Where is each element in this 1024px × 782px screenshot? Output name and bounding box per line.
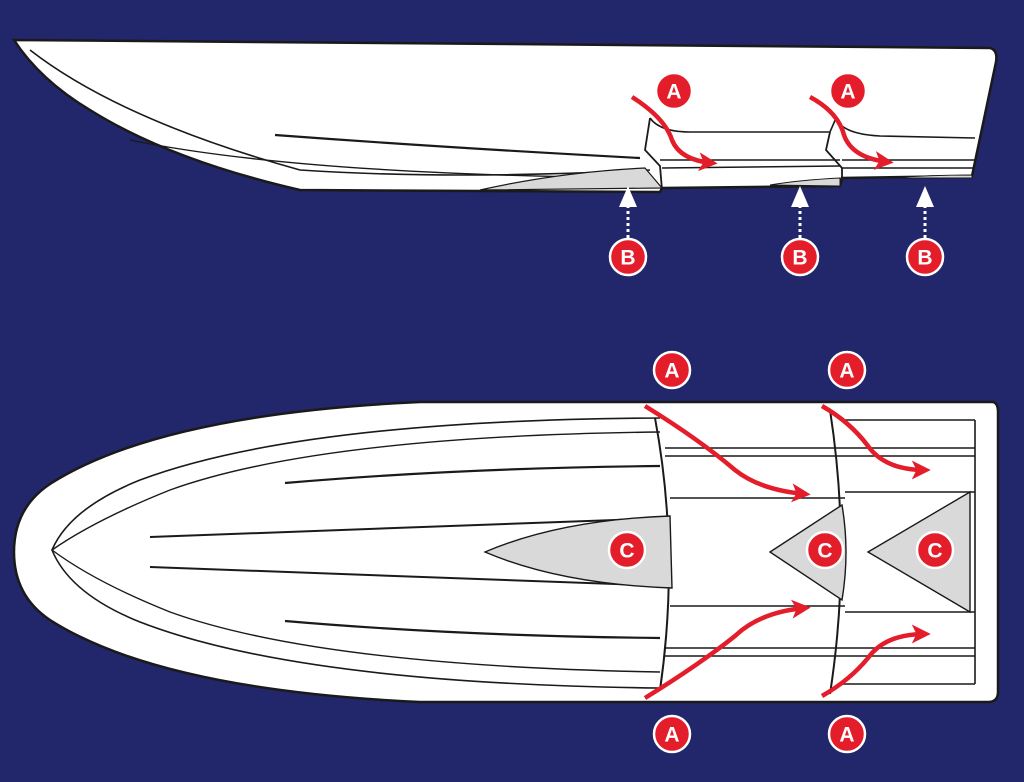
svg-text:B: B bbox=[620, 247, 635, 270]
badge-a-bottom-2: A bbox=[827, 350, 867, 390]
badge-a-bottom-4: A bbox=[827, 714, 867, 754]
step-1-outline bbox=[649, 115, 976, 139]
svg-text:C: C bbox=[619, 540, 634, 563]
svg-text:A: A bbox=[664, 724, 679, 747]
step-1-face bbox=[644, 117, 663, 191]
step-b2-shade bbox=[769, 177, 841, 187]
side-hull-body bbox=[11, 38, 998, 194]
svg-text:A: A bbox=[839, 724, 854, 747]
strake-lower bbox=[284, 619, 661, 640]
svg-text:A: A bbox=[839, 360, 854, 383]
svg-text:B: B bbox=[792, 247, 807, 270]
bottom-inner-chine bbox=[50, 431, 661, 673]
keel-line-upper bbox=[149, 517, 671, 538]
side-rail-2 bbox=[842, 159, 975, 169]
svg-text:A: A bbox=[666, 81, 681, 104]
side-view-hull bbox=[11, 38, 998, 194]
dotted-up-arrow-1 bbox=[619, 186, 637, 238]
badge-c-3: C bbox=[915, 530, 955, 570]
svg-text:A: A bbox=[664, 360, 679, 383]
badge-b-3: B bbox=[905, 237, 945, 277]
badge-c-1: C bbox=[607, 530, 647, 570]
side-airflow-arrow-2 bbox=[808, 95, 894, 170]
bottom-view-hull bbox=[12, 400, 1000, 704]
aft-rails-upper bbox=[665, 447, 975, 499]
svg-text:C: C bbox=[817, 540, 832, 563]
svg-text:C: C bbox=[927, 540, 942, 563]
badge-b-1: B bbox=[608, 237, 648, 277]
bottom-airflow-arrow-1 bbox=[643, 404, 811, 503]
badge-a-side-2: A bbox=[828, 71, 868, 111]
badge-b-2: B bbox=[780, 237, 820, 277]
aft-top-line bbox=[840, 419, 975, 685]
bottom-airflow-arrow-2 bbox=[643, 599, 811, 700]
bottom-airflow-arrow-3 bbox=[820, 404, 931, 480]
step-b3-shade bbox=[889, 174, 973, 179]
side-spray-rail bbox=[274, 133, 641, 160]
dotted-up-arrow-3 bbox=[916, 186, 934, 238]
strake-upper bbox=[284, 464, 661, 485]
svg-text:B: B bbox=[917, 247, 932, 270]
step-2-face bbox=[825, 131, 843, 182]
side-airflow-arrow-1 bbox=[630, 95, 718, 172]
dotted-up-arrow-2 bbox=[791, 186, 809, 238]
svg-text:A: A bbox=[840, 81, 855, 104]
step-b1-shade bbox=[479, 167, 664, 191]
badge-a-bottom-1: A bbox=[652, 350, 692, 390]
side-chine-line bbox=[29, 49, 651, 176]
bottom-airflow-arrow-4 bbox=[820, 624, 931, 698]
badge-a-bottom-3: A bbox=[652, 714, 692, 754]
keel-line-lower bbox=[149, 566, 671, 587]
badge-a-side-1: A bbox=[654, 71, 694, 111]
badge-c-2: C bbox=[805, 530, 845, 570]
aft-rails-lower bbox=[665, 605, 975, 657]
